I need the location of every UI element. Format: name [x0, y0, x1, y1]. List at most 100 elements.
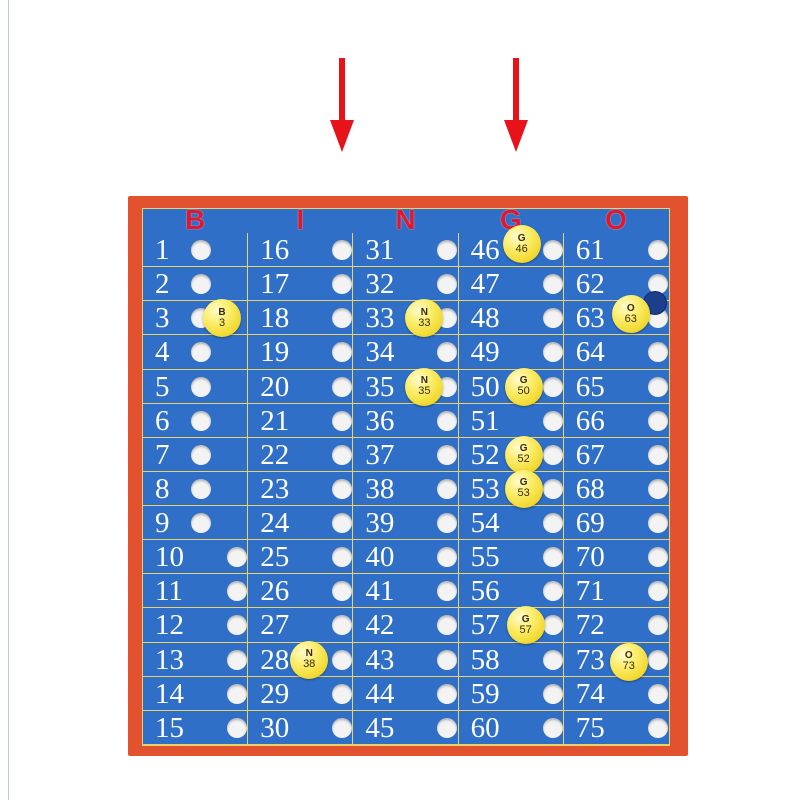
marker-hole[interactable]: [647, 410, 668, 431]
marker-hole[interactable]: [227, 547, 247, 568]
marker-hole[interactable]: [542, 240, 563, 260]
marker-hole[interactable]: [332, 410, 353, 431]
marker-hole[interactable]: [647, 581, 668, 602]
cell-number: 3: [155, 302, 170, 335]
marker-hole[interactable]: [191, 240, 211, 260]
marker-hole[interactable]: [191, 342, 211, 363]
cell-number: 68: [575, 472, 605, 505]
marker-hole[interactable]: [191, 376, 211, 397]
cell-number: 52: [470, 438, 500, 471]
marker-hole[interactable]: [647, 615, 668, 636]
marker-hole[interactable]: [332, 240, 353, 260]
marker-hole[interactable]: [437, 274, 458, 295]
marker-hole[interactable]: [437, 683, 458, 704]
marker-hole[interactable]: [542, 513, 563, 534]
marker-hole[interactable]: [332, 376, 353, 397]
marker-hole[interactable]: [647, 513, 668, 534]
marker-hole[interactable]: [647, 717, 668, 738]
cell-number: 29: [260, 677, 290, 710]
marker-hole[interactable]: [542, 547, 563, 568]
marker-hole[interactable]: [437, 240, 458, 260]
ball-number: 3: [218, 316, 226, 329]
marker-hole[interactable]: [647, 547, 668, 568]
number-cell: 47: [458, 267, 564, 302]
cell-number: 66: [575, 404, 605, 437]
marker-hole[interactable]: [227, 615, 247, 636]
marker-hole[interactable]: [332, 444, 353, 465]
marker-hole[interactable]: [332, 342, 353, 363]
cell-number: 19: [260, 336, 290, 369]
number-cell: 29: [248, 676, 354, 711]
marker-hole[interactable]: [437, 513, 458, 534]
marker-hole[interactable]: [647, 683, 668, 704]
number-cell: 51: [458, 403, 564, 438]
marker-hole[interactable]: [542, 615, 563, 636]
marker-hole[interactable]: [647, 240, 668, 260]
marker-hole[interactable]: [647, 444, 668, 465]
marker-hole[interactable]: [647, 274, 668, 295]
marker-hole[interactable]: [437, 547, 458, 568]
marker-hole[interactable]: [227, 717, 247, 738]
marker-hole[interactable]: [542, 478, 563, 499]
marker-hole[interactable]: [542, 274, 563, 295]
number-cell: 37: [353, 437, 459, 472]
marker-hole[interactable]: [332, 581, 353, 602]
number-cell: 54: [458, 506, 564, 541]
marker-hole[interactable]: [437, 717, 458, 738]
marker-hole[interactable]: [542, 308, 563, 329]
marker-hole[interactable]: [332, 615, 353, 636]
marker-hole[interactable]: [227, 683, 247, 704]
marker-hole[interactable]: [332, 274, 353, 295]
marker-hole[interactable]: [542, 444, 563, 465]
marker-hole[interactable]: [191, 513, 211, 534]
marker-hole[interactable]: [542, 581, 563, 602]
cell-number: 12: [155, 609, 184, 642]
marker-hole[interactable]: [191, 444, 211, 465]
marker-hole[interactable]: [437, 478, 458, 499]
number-cell: 6: [143, 403, 249, 438]
marker-hole[interactable]: [437, 410, 458, 431]
marker-hole[interactable]: [437, 581, 458, 602]
marker-hole[interactable]: [542, 649, 563, 670]
marker-hole[interactable]: [542, 342, 563, 363]
marker-hole[interactable]: [332, 547, 353, 568]
number-cell: 72: [563, 608, 669, 643]
marker-hole[interactable]: [332, 308, 353, 329]
marker-hole[interactable]: [437, 649, 458, 670]
marker-hole[interactable]: [647, 376, 668, 397]
marker-hole[interactable]: [647, 342, 668, 363]
marker-hole[interactable]: [542, 410, 563, 431]
marker-hole[interactable]: [332, 683, 353, 704]
ball-letter: G: [519, 375, 528, 387]
marker-hole[interactable]: [542, 717, 563, 738]
number-cell: 63: [563, 301, 669, 336]
marker-hole[interactable]: [191, 410, 211, 431]
marker-hole[interactable]: [227, 581, 247, 602]
marker-hole[interactable]: [332, 649, 353, 670]
marker-hole[interactable]: [647, 478, 668, 499]
marker-hole[interactable]: [332, 717, 353, 738]
marker-hole[interactable]: [647, 649, 668, 670]
marker-hole[interactable]: [227, 649, 247, 670]
marker-hole[interactable]: [191, 274, 211, 295]
marker-hole[interactable]: [542, 376, 563, 397]
marker-hole[interactable]: [191, 478, 211, 499]
marker-hole[interactable]: [542, 683, 563, 704]
marker-hole[interactable]: [437, 444, 458, 465]
marker-hole[interactable]: [437, 342, 458, 363]
marker-hole[interactable]: [437, 615, 458, 636]
marker-hole[interactable]: [332, 513, 353, 534]
cell-number: 46: [470, 234, 500, 266]
marker-hole[interactable]: [332, 478, 353, 499]
